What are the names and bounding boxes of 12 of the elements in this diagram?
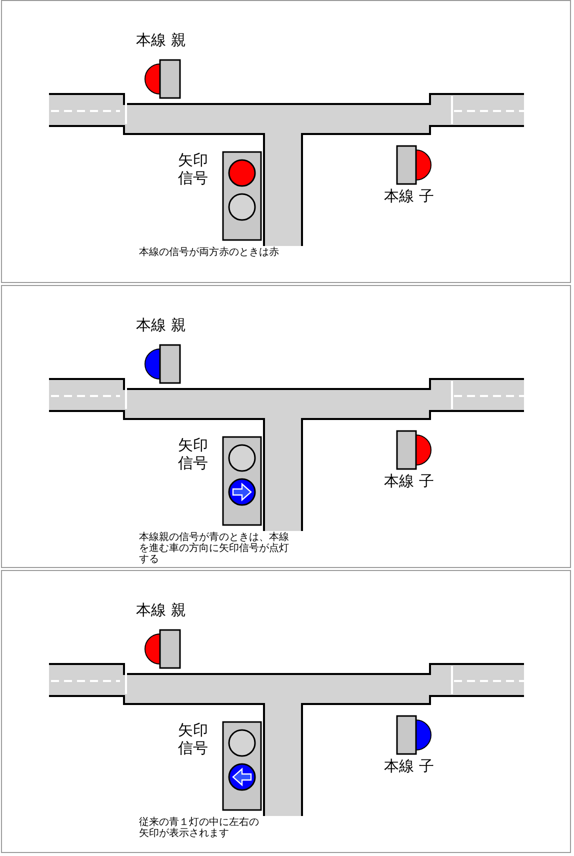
signal-label: 本線 親 — [136, 601, 186, 620]
caption-text: 従来の青１灯の中に左右の矢印が表示されます — [139, 817, 260, 839]
signal-label: 矢印信号 — [178, 151, 209, 187]
signal-label: 本線 親 — [136, 316, 186, 335]
signal-label: 矢印信号 — [178, 436, 209, 472]
caption-text: 本線の信号が両方赤のときは赤 — [139, 247, 280, 258]
signal-label: 本線 子 — [384, 757, 434, 776]
signal-label: 矢印信号 — [178, 721, 209, 757]
signal-label: 本線 子 — [384, 472, 434, 491]
caption-text: 本線親の信号が青のときは、本線を進む車の方向に矢印信号が点灯する — [139, 532, 289, 565]
signal-label: 本線 親 — [136, 31, 186, 50]
signal-label: 本線 子 — [384, 187, 434, 206]
